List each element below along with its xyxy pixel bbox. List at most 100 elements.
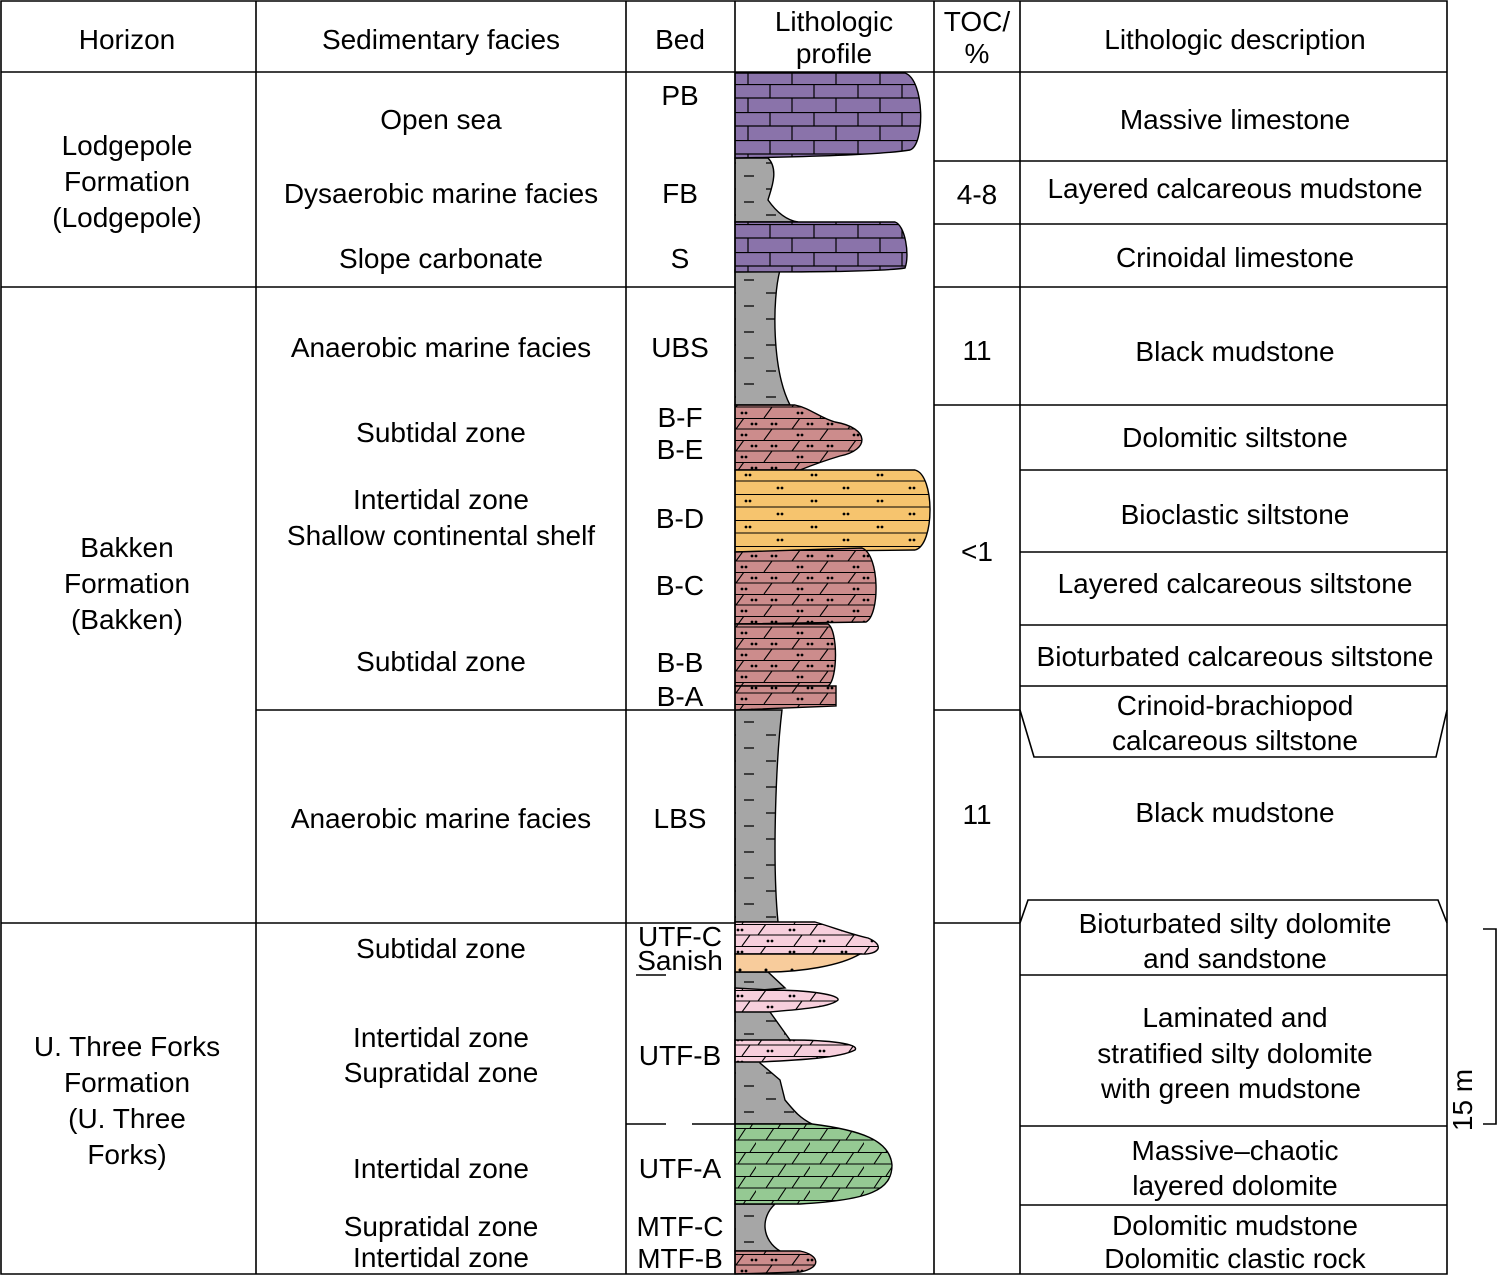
description-laminated-line1: Laminated and [1142,1002,1327,1033]
description-dolomitic-siltstone: Dolomitic siltstone [1122,422,1348,453]
horizon-lodgepole-line2: Formation [64,166,190,197]
horizon-three-forks-line4: Forks) [87,1139,166,1170]
facies-subtidal-zone: Subtidal zone [356,417,526,448]
lithologic-profile [734,72,931,1275]
silty-dolomite-lens [734,987,839,1013]
facies-anaerobic-marine-lower: Anaerobic marine facies [291,803,591,834]
horizon-column: Lodgepole Formation (Lodgepole) Bakken F… [34,130,220,1170]
description-black-mudstone-lower: Black mudstone [1135,797,1334,828]
description-layered-calcareous-siltstone: Layered calcareous siltstone [1058,568,1413,599]
bed-column: PB FB S UBS B-F B-E B-D B-C B-B B-A LBS … [636,80,723,1274]
horizon-bakken-line1: Bakken [80,532,173,563]
description-black-mudstone-upper: Black mudstone [1135,336,1334,367]
dolomite-bed-utf-a [734,1123,893,1205]
facies-intertidal-zone: Intertidal zone [353,484,529,515]
horizon-bakken-line3: (Bakken) [71,604,183,635]
horizon-three-forks-line1: U. Three Forks [34,1031,220,1062]
silty-dolomite-lens [734,1039,857,1063]
facies-intertidal-zone: Intertidal zone [353,1022,529,1053]
bed-utf-b: UTF-B [639,1040,721,1071]
header-lithologic-description: Lithologic description [1104,24,1366,55]
bed-fb: FB [662,178,698,209]
limestone-bed-pb [734,72,922,159]
header-lithologic-profile-line1: Lithologic [775,6,893,37]
bioclastic-siltstone-bed [734,469,931,553]
calcareous-siltstone-bed [734,547,877,625]
horizon-three-forks-line2: Formation [64,1067,190,1098]
facies-open-sea: Open sea [380,104,502,135]
header-toc-line2: % [965,38,990,69]
scale-bar-label: 15 m [1447,1069,1478,1131]
header-toc-line1: TOC/ [944,6,1011,37]
bed-b-e: B-E [657,434,704,465]
bed-mtf-c: MTF-C [636,1211,723,1242]
description-massive-chaotic-line1: Massive–chaotic [1132,1135,1339,1166]
silty-dolomite-bed-utf-c [734,921,879,955]
toc-value-middle-bakken: <1 [961,536,993,567]
description-column: Massive limestone Layered calcareous mud… [1037,104,1434,1274]
bed-b-c: B-C [656,570,704,601]
bed-b-a: B-A [657,681,704,712]
horizon-lodgepole-line3: (Lodgepole) [52,202,201,233]
bed-lbs: LBS [654,803,707,834]
facies-intertidal-zone: Intertidal zone [353,1242,529,1273]
scale-bar: 15 m [1447,928,1497,1131]
crinoid-siltstone-bed [734,685,837,711]
bed-sanish: Sanish [637,945,723,976]
bed-s: S [671,243,690,274]
description-massive-limestone: Massive limestone [1120,104,1350,135]
description-crinoidal-limestone: Crinoidal limestone [1116,242,1354,273]
description-bioclastic-siltstone: Bioclastic siltstone [1121,499,1350,530]
bed-pb: PB [661,80,698,111]
dolomitic-clastic-bed-mtf-b [734,1250,817,1275]
description-bioturbated-silty-dolomite-line2: and sandstone [1143,943,1327,974]
header-row: Horizon Sedimentary facies Bed Lithologi… [79,6,1366,69]
description-bioturbated-calcareous-siltstone: Bioturbated calcareous siltstone [1037,641,1434,672]
description-laminated-line2: stratified silty dolomite [1097,1038,1372,1069]
table-grid [0,0,1448,1275]
bed-b-b: B-B [657,647,704,678]
toc-value-fb: 4-8 [957,179,997,210]
horizon-three-forks-line3: (U. Three [68,1103,186,1134]
description-bioturbated-silty-dolomite-line1: Bioturbated silty dolomite [1079,908,1392,939]
sandstone-bed-sanish [734,953,863,973]
facies-supratidal-zone: Supratidal zone [344,1211,539,1242]
mudstone-layer [734,1203,783,1252]
bed-b-d: B-D [656,503,704,534]
header-bed: Bed [655,24,705,55]
facies-supratidal-zone: Supratidal zone [344,1057,539,1088]
bioturbated-siltstone-bed [734,623,837,687]
bed-mtf-b: MTF-B [637,1243,723,1274]
header-horizon: Horizon [79,24,175,55]
limestone-bed-s [734,221,908,273]
description-dolomitic-clastic-rock: Dolomitic clastic rock [1104,1243,1366,1274]
mudstone-layer [734,157,799,223]
toc-value-lbs: 11 [962,799,991,830]
description-crinoid-brachiopod-line2: calcareous siltstone [1112,725,1358,756]
mudstone-layer [734,709,783,923]
facies-dysaerobic-marine: Dysaerobic marine facies [284,178,598,209]
bed-utf-a: UTF-A [639,1153,722,1184]
header-lithologic-profile-line2: profile [796,38,872,69]
facies-subtidal-zone: Subtidal zone [356,646,526,677]
facies-shallow-continental-shelf: Shallow continental shelf [287,520,595,551]
horizon-bakken-line2: Formation [64,568,190,599]
description-massive-chaotic-line2: layered dolomite [1132,1170,1337,1201]
facies-intertidal-zone: Intertidal zone [353,1153,529,1184]
toc-column: 4-8 11 <1 11 [957,179,997,830]
facies-slope-carbonate: Slope carbonate [339,243,543,274]
description-layered-calcareous-mudstone: Layered calcareous mudstone [1047,173,1422,204]
mudstone-layer [734,269,792,406]
bed-utf-c: UTF-C [638,921,722,952]
description-crinoid-brachiopod-line1: Crinoid-brachiopod [1117,690,1354,721]
horizon-lodgepole-line1: Lodgepole [62,130,193,161]
dolomitic-siltstone-bed [734,404,863,471]
toc-value-ubs: 11 [962,335,991,366]
facies-column: Open sea Dysaerobic marine facies Slope … [284,104,598,1273]
bed-b-f: B-F [657,402,702,433]
description-laminated-line3: with green mudstone [1100,1073,1361,1104]
description-dolomitic-mudstone: Dolomitic mudstone [1112,1210,1358,1241]
bed-ubs: UBS [651,332,709,363]
facies-subtidal-zone: Subtidal zone [356,933,526,964]
